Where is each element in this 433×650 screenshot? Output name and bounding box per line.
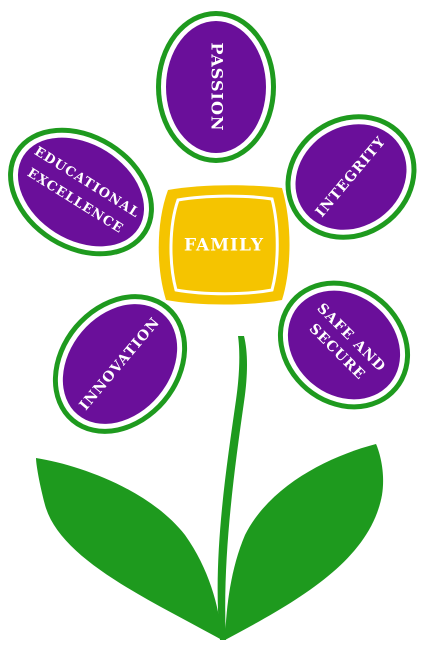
petal-innovation: INNOVATION xyxy=(52,294,188,434)
petal-integrity: INTEGRITY xyxy=(285,114,417,240)
petal-label-passion: PASSION xyxy=(208,42,227,131)
petal-body xyxy=(287,290,401,400)
petal-body xyxy=(295,124,407,230)
petal-body xyxy=(17,137,145,247)
flower-center: FAMILY xyxy=(158,185,290,305)
petal-safe-and-secure: SAFE AND SECURE xyxy=(277,280,411,410)
center-frame xyxy=(169,194,279,296)
leaves xyxy=(36,444,384,640)
petal-body xyxy=(62,304,178,424)
center-outer xyxy=(158,185,290,305)
petal-body xyxy=(166,21,266,153)
center-label: FAMILY xyxy=(184,236,264,256)
stem xyxy=(217,336,247,640)
right-leaf xyxy=(225,444,384,640)
left-leaf xyxy=(36,458,222,640)
petal-educational-excellence: EDUCATIONAL EXCELLENCE xyxy=(8,127,154,257)
petal-passion: PASSION xyxy=(156,11,276,163)
